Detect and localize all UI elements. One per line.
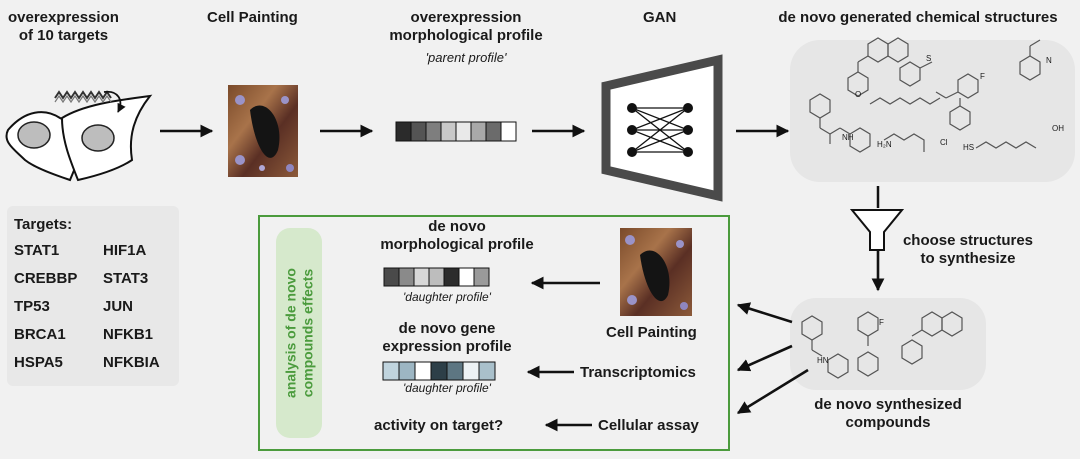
profile-cell (398, 361, 416, 381)
profile-cell (413, 267, 430, 287)
synthesized-panel (790, 298, 986, 390)
profile-title-line2: morphological profile (389, 26, 543, 44)
chem-label-oh: OH (1052, 124, 1064, 133)
structures-panel (790, 40, 1075, 182)
synthesized-label-line2: compounds (845, 413, 931, 431)
parent-profile-label: 'parent profile' (425, 50, 507, 65)
morph-profile-title: de novo morphological profile (372, 218, 542, 253)
transcriptomics-label: Transcriptomics (580, 364, 696, 381)
targets-heading: Targets: (14, 216, 73, 233)
target-item: NFKBIA (103, 354, 160, 371)
profile-cell (455, 121, 472, 142)
chem-label-cl: Cl (940, 138, 948, 147)
profile-cell (383, 267, 400, 287)
target-item: BRCA1 (14, 326, 66, 343)
profile-cell (382, 361, 400, 381)
chem-label-f: F (980, 72, 985, 81)
gan-title: GAN (643, 9, 677, 26)
choose-label-line2: to synthesize (920, 249, 1016, 267)
target-item: JUN (103, 298, 134, 315)
overexpression-title-line2: of 10 targets (18, 26, 109, 44)
profile-cell (428, 267, 445, 287)
chem-label-s: S (926, 54, 932, 63)
targets-panel (7, 206, 179, 386)
analysis-side-label-line1: analysis of de novo (282, 268, 299, 398)
profile-cell (425, 121, 442, 142)
profile-cell (440, 121, 457, 142)
activity-on-target-label: activity on target? (374, 417, 504, 434)
choose-label-line1: choose structures (902, 232, 1034, 249)
chem-label-hs: HS (963, 143, 975, 152)
daughter-morph-profile-bar (383, 267, 490, 287)
profile-cell (473, 267, 490, 287)
chem-label-h2n: H₂N (877, 140, 892, 149)
profile-cell (398, 267, 415, 287)
overexpression-title-line1: overexpression (8, 9, 119, 26)
profile-cell (410, 121, 427, 142)
daughter-morph-label: 'daughter profile' (403, 290, 491, 304)
choose-structures-label: choose structures to synthesize (900, 232, 1036, 267)
gene-title-line2: expression profile (382, 337, 512, 355)
cell-painting-title: Cell Painting (207, 9, 298, 26)
profile-cell (462, 361, 480, 381)
gene-title-line1: de novo gene (398, 320, 496, 337)
cell-painting-image-bottom (620, 228, 692, 316)
profile-cell (446, 361, 464, 381)
profile-cell (430, 361, 448, 381)
chem-label-nh: NH (842, 133, 854, 142)
cellular-assay-label: Cellular assay (598, 417, 699, 434)
morph-title-line1: de novo (428, 218, 486, 235)
denovo-structures-title: de novo generated chemical structures (778, 9, 1058, 26)
profile-cell (395, 121, 412, 142)
profile-cell (443, 267, 460, 287)
analysis-side-pill (276, 228, 322, 438)
cell-painting-label: Cell Painting (606, 324, 697, 341)
target-item: HIF1A (103, 242, 147, 259)
synthesized-compounds-label: de novo synthesized compounds (790, 396, 986, 431)
analysis-box (258, 215, 730, 451)
cell-painting-image-top (228, 85, 298, 177)
target-item: TP53 (14, 298, 50, 315)
morph-title-line2: morphological profile (380, 235, 534, 253)
funnel-icon (849, 186, 905, 251)
profile-cell (485, 121, 502, 142)
target-item: HSPA5 (14, 354, 63, 371)
cells-illustration (5, 90, 153, 182)
arrow-to-cellular-assay (736, 368, 809, 415)
flow-arrows (160, 124, 885, 432)
target-item: STAT3 (103, 270, 149, 287)
synthesized-structures (801, 311, 963, 379)
chem-label-o: O (855, 90, 862, 99)
chem-label-n: N (1046, 56, 1052, 65)
overexpression-title: overexpression of 10 targets (8, 9, 119, 44)
profile-cell (500, 121, 517, 142)
analysis-side-label: analysis of de novo compounds effects (282, 228, 315, 438)
parent-profile-bar (395, 121, 517, 142)
profile-cell (478, 361, 496, 381)
chem-label-hn: HN (817, 356, 829, 365)
profile-title-line1: overexpression (410, 9, 522, 26)
profile-cell (414, 361, 432, 381)
target-item: CREBBP (14, 270, 78, 287)
target-item: STAT1 (14, 242, 60, 259)
profile-cell (470, 121, 487, 142)
profile-cell (458, 267, 475, 287)
gan-network-icon (601, 54, 723, 202)
daughter-gene-profile-bar (382, 361, 496, 381)
analysis-side-label-line2: compounds effects (299, 268, 315, 398)
chem-label-f2: F (879, 318, 884, 327)
generated-structures (809, 37, 1041, 153)
target-item: NFKB1 (103, 326, 154, 343)
profile-title: overexpression morphological profile (376, 9, 556, 44)
arrow-to-cell-painting (736, 302, 793, 324)
synthesized-label-line1: de novo synthesized (814, 396, 962, 413)
arrow-to-transcriptomics (736, 344, 793, 372)
daughter-gene-label: 'daughter profile' (403, 381, 491, 395)
gene-profile-title: de novo gene expression profile (372, 320, 522, 355)
